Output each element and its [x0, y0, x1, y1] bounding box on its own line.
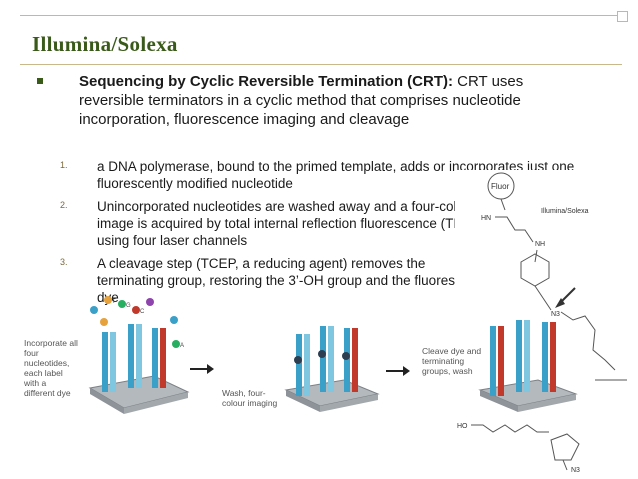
step-number: 3. [60, 257, 68, 267]
step-text: A cleavage step (TCEP, a reducing agent)… [97, 256, 481, 305]
nh-label: NH [535, 241, 545, 248]
ho-label: HO [457, 423, 468, 430]
flowcell-panel-1: T G C A [88, 296, 190, 414]
strand-group [102, 324, 166, 392]
step-item: 1. a DNA polymerase, bound to the primed… [60, 158, 620, 192]
hn-label: HN [481, 215, 491, 222]
steps-list: 1. a DNA polymerase, bound to the primed… [60, 158, 620, 312]
n3-label: N3 [551, 311, 560, 318]
slide-title: Illumina/Solexa [32, 32, 178, 56]
top-rule [20, 15, 622, 16]
n3-bottom-label: N3 [571, 467, 580, 474]
intro-bold: Sequencing by Cyclic Reversible Terminat… [79, 73, 453, 90]
flowcell-panel-2 [284, 326, 380, 412]
rule-marker [617, 11, 628, 22]
step-item: 2. Unincorporated nucleotides are washed… [60, 198, 620, 249]
step-text: Unincorporated nucleotides are washed aw… [97, 199, 480, 248]
title-rule [20, 64, 622, 65]
nucleotide-letter: G [126, 303, 131, 309]
wash-label: Wash, four-colour imaging [222, 388, 278, 408]
intro-paragraph: Sequencing by Cyclic Reversible Terminat… [79, 72, 569, 129]
bullet-marker [37, 78, 43, 84]
nucleotide-dots [90, 296, 180, 348]
step-number: 1. [60, 160, 68, 170]
nucleotide-letter: T [112, 299, 116, 305]
step-item: 3. A cleavage step (TCEP, a reducing age… [60, 255, 620, 306]
intro-text: CRT uses reversible terminators in a cyc… [79, 73, 524, 128]
nucleotide-letter: A [180, 343, 184, 349]
fluor-label: Fluor [491, 182, 510, 191]
flowcell-panel-3 [478, 320, 578, 412]
cleave-label: Cleave dye and terminating groups, wash [422, 346, 482, 376]
step-arrow [386, 366, 410, 376]
incorporate-label: Incorporate all four nucleotides, each l… [24, 338, 78, 398]
nucleotide-letter: C [140, 309, 145, 315]
step-arrow [190, 364, 214, 374]
chem-title: Illumina/Solexa [541, 208, 589, 215]
step-number: 2. [60, 200, 68, 210]
step-text: a DNA polymerase, bound to the primed te… [97, 159, 575, 191]
